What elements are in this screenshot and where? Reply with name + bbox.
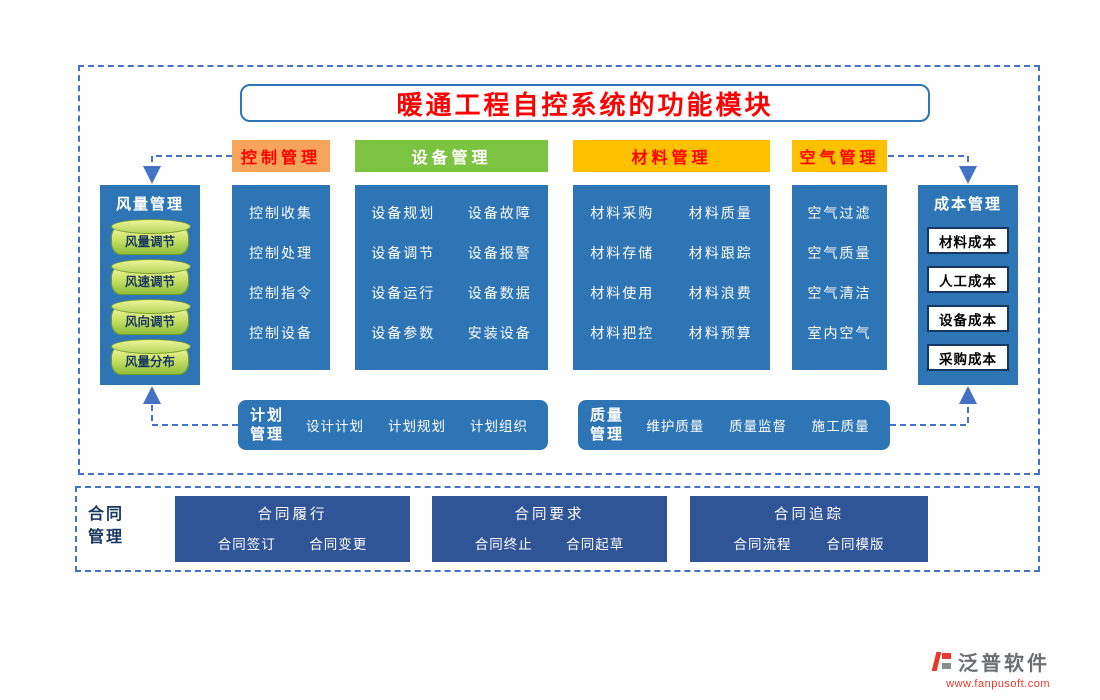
contract-dashed-frame bbox=[75, 486, 1040, 572]
quality-box-title: 质量 管理 bbox=[578, 406, 634, 444]
module-item: 安装设备 bbox=[467, 325, 532, 341]
brand-url-link[interactable]: www.fanpusoft.com bbox=[946, 678, 1050, 690]
module-item: 材料采购 bbox=[590, 205, 655, 221]
module-item: 空气质量 bbox=[807, 245, 872, 261]
plan-box: 计划 管理 设计计划 计划规划 计划组织 bbox=[238, 400, 548, 450]
module-item: 空气清洁 bbox=[807, 285, 872, 301]
contract-group-requirements: 合同要求 合同终止 合同起草 bbox=[432, 496, 667, 562]
module-item: 材料预算 bbox=[688, 325, 753, 341]
cost-item: 人工成本 bbox=[927, 266, 1009, 293]
contract-section-label: 合同 管理 bbox=[88, 503, 124, 549]
airflow-panel-title: 风量管理 bbox=[115, 196, 184, 213]
brand-name: 泛普软件 bbox=[958, 653, 1050, 675]
module-item: 设备故障 bbox=[467, 205, 532, 221]
cost-panel: 成本管理 材料成本 人工成本 设备成本 采购成本 bbox=[918, 185, 1018, 385]
plan-item: 计划组织 bbox=[470, 419, 528, 434]
contract-item: 合同流程 bbox=[733, 537, 792, 552]
module-item: 材料把控 bbox=[590, 325, 655, 341]
contract-item: 合同变更 bbox=[309, 537, 368, 552]
tab-equipment-management: 设备管理 bbox=[355, 140, 548, 172]
module-item: 控制处理 bbox=[249, 245, 313, 261]
quality-item: 维护质量 bbox=[646, 419, 705, 434]
module-item: 设备规划 bbox=[371, 205, 436, 221]
cylinder-airflow-distribution: 风量分布 bbox=[111, 339, 191, 375]
cost-item: 采购成本 bbox=[927, 344, 1009, 371]
plan-title-line2: 管理 bbox=[250, 426, 285, 443]
contract-group-header: 合同追踪 bbox=[774, 507, 844, 523]
module-item: 材料跟踪 bbox=[688, 245, 753, 261]
module-item: 控制指令 bbox=[249, 285, 313, 301]
module-item: 材料质量 bbox=[688, 205, 753, 221]
tab-material-management: 材料管理 bbox=[573, 140, 770, 172]
cylinder-label: 风向调节 bbox=[124, 314, 175, 329]
contract-label-line2: 管理 bbox=[88, 529, 125, 546]
cost-item: 设备成本 bbox=[927, 305, 1009, 332]
module-item: 设备报警 bbox=[467, 245, 532, 261]
contract-item: 合同起草 bbox=[566, 537, 625, 552]
quality-box: 质量 管理 维护质量 质量监督 施工质量 bbox=[578, 400, 890, 450]
module-item: 设备参数 bbox=[371, 325, 436, 341]
module-item: 设备调节 bbox=[371, 245, 436, 261]
tab-air-management: 空气管理 bbox=[792, 140, 887, 172]
contract-group-tracking: 合同追踪 合同流程 合同模版 bbox=[690, 496, 928, 562]
cost-item: 材料成本 bbox=[927, 227, 1009, 254]
cylinder-windspeed-adjust: 风速调节 bbox=[111, 259, 191, 295]
cylinder-label: 风量调节 bbox=[124, 234, 175, 249]
diagram-title: 暖通工程自控系统的功能模块 bbox=[240, 84, 930, 122]
cylinder-winddirection-adjust: 风向调节 bbox=[111, 299, 191, 335]
module-item: 设备数据 bbox=[467, 285, 532, 301]
cylinder-label: 风速调节 bbox=[124, 274, 175, 289]
plan-item: 设计计划 bbox=[306, 419, 364, 434]
module-item: 室内空气 bbox=[807, 325, 872, 341]
contract-group-header: 合同要求 bbox=[514, 507, 585, 523]
equipment-column: 设备规划 设备故障 设备调节 设备报警 设备运行 设备数据 设备参数 安装设备 bbox=[355, 185, 548, 370]
contract-group-performance: 合同履行 合同签订 合同变更 bbox=[175, 496, 410, 562]
cylinder-label: 风量分布 bbox=[124, 354, 175, 369]
main-dashed-frame bbox=[78, 65, 1040, 475]
quality-title-line2: 管理 bbox=[590, 426, 625, 443]
module-item: 材料存储 bbox=[590, 245, 655, 261]
module-item: 控制收集 bbox=[249, 205, 313, 221]
tab-control-management: 控制管理 bbox=[232, 140, 330, 172]
contract-item: 合同模版 bbox=[826, 537, 885, 552]
contract-group-header: 合同履行 bbox=[257, 507, 328, 523]
air-column: 空气过滤 空气质量 空气清洁 室内空气 bbox=[792, 185, 887, 370]
material-column: 材料采购 材料质量 材料存储 材料跟踪 材料使用 材料浪费 材料把控 材料预算 bbox=[573, 185, 770, 370]
quality-title-line1: 质量 bbox=[590, 407, 625, 424]
contract-item: 合同签订 bbox=[217, 537, 276, 552]
control-column: 控制收集 控制处理 控制指令 控制设备 bbox=[232, 185, 330, 370]
module-item: 空气过滤 bbox=[807, 205, 872, 221]
plan-box-title: 计划 管理 bbox=[238, 406, 294, 444]
module-item: 材料使用 bbox=[590, 285, 655, 301]
contract-item: 合同终止 bbox=[474, 537, 533, 552]
fanpu-logo-icon bbox=[931, 651, 953, 672]
plan-title-line1: 计划 bbox=[250, 407, 285, 424]
plan-item: 计划规划 bbox=[388, 419, 446, 434]
module-item: 材料浪费 bbox=[688, 285, 753, 301]
contract-label-line1: 合同 bbox=[88, 506, 125, 523]
module-item: 控制设备 bbox=[249, 325, 313, 341]
footer-brand-block: 泛普软件 www.fanpusoft.com bbox=[931, 647, 1050, 690]
cylinder-airflow-adjust: 风量调节 bbox=[111, 219, 191, 255]
quality-item: 施工质量 bbox=[811, 419, 870, 434]
quality-item: 质量监督 bbox=[728, 419, 787, 434]
module-item: 设备运行 bbox=[371, 285, 436, 301]
cost-panel-title: 成本管理 bbox=[933, 196, 1002, 213]
airflow-panel: 风量管理 风量调节 风速调节 风向调节 风量分布 bbox=[100, 185, 200, 385]
